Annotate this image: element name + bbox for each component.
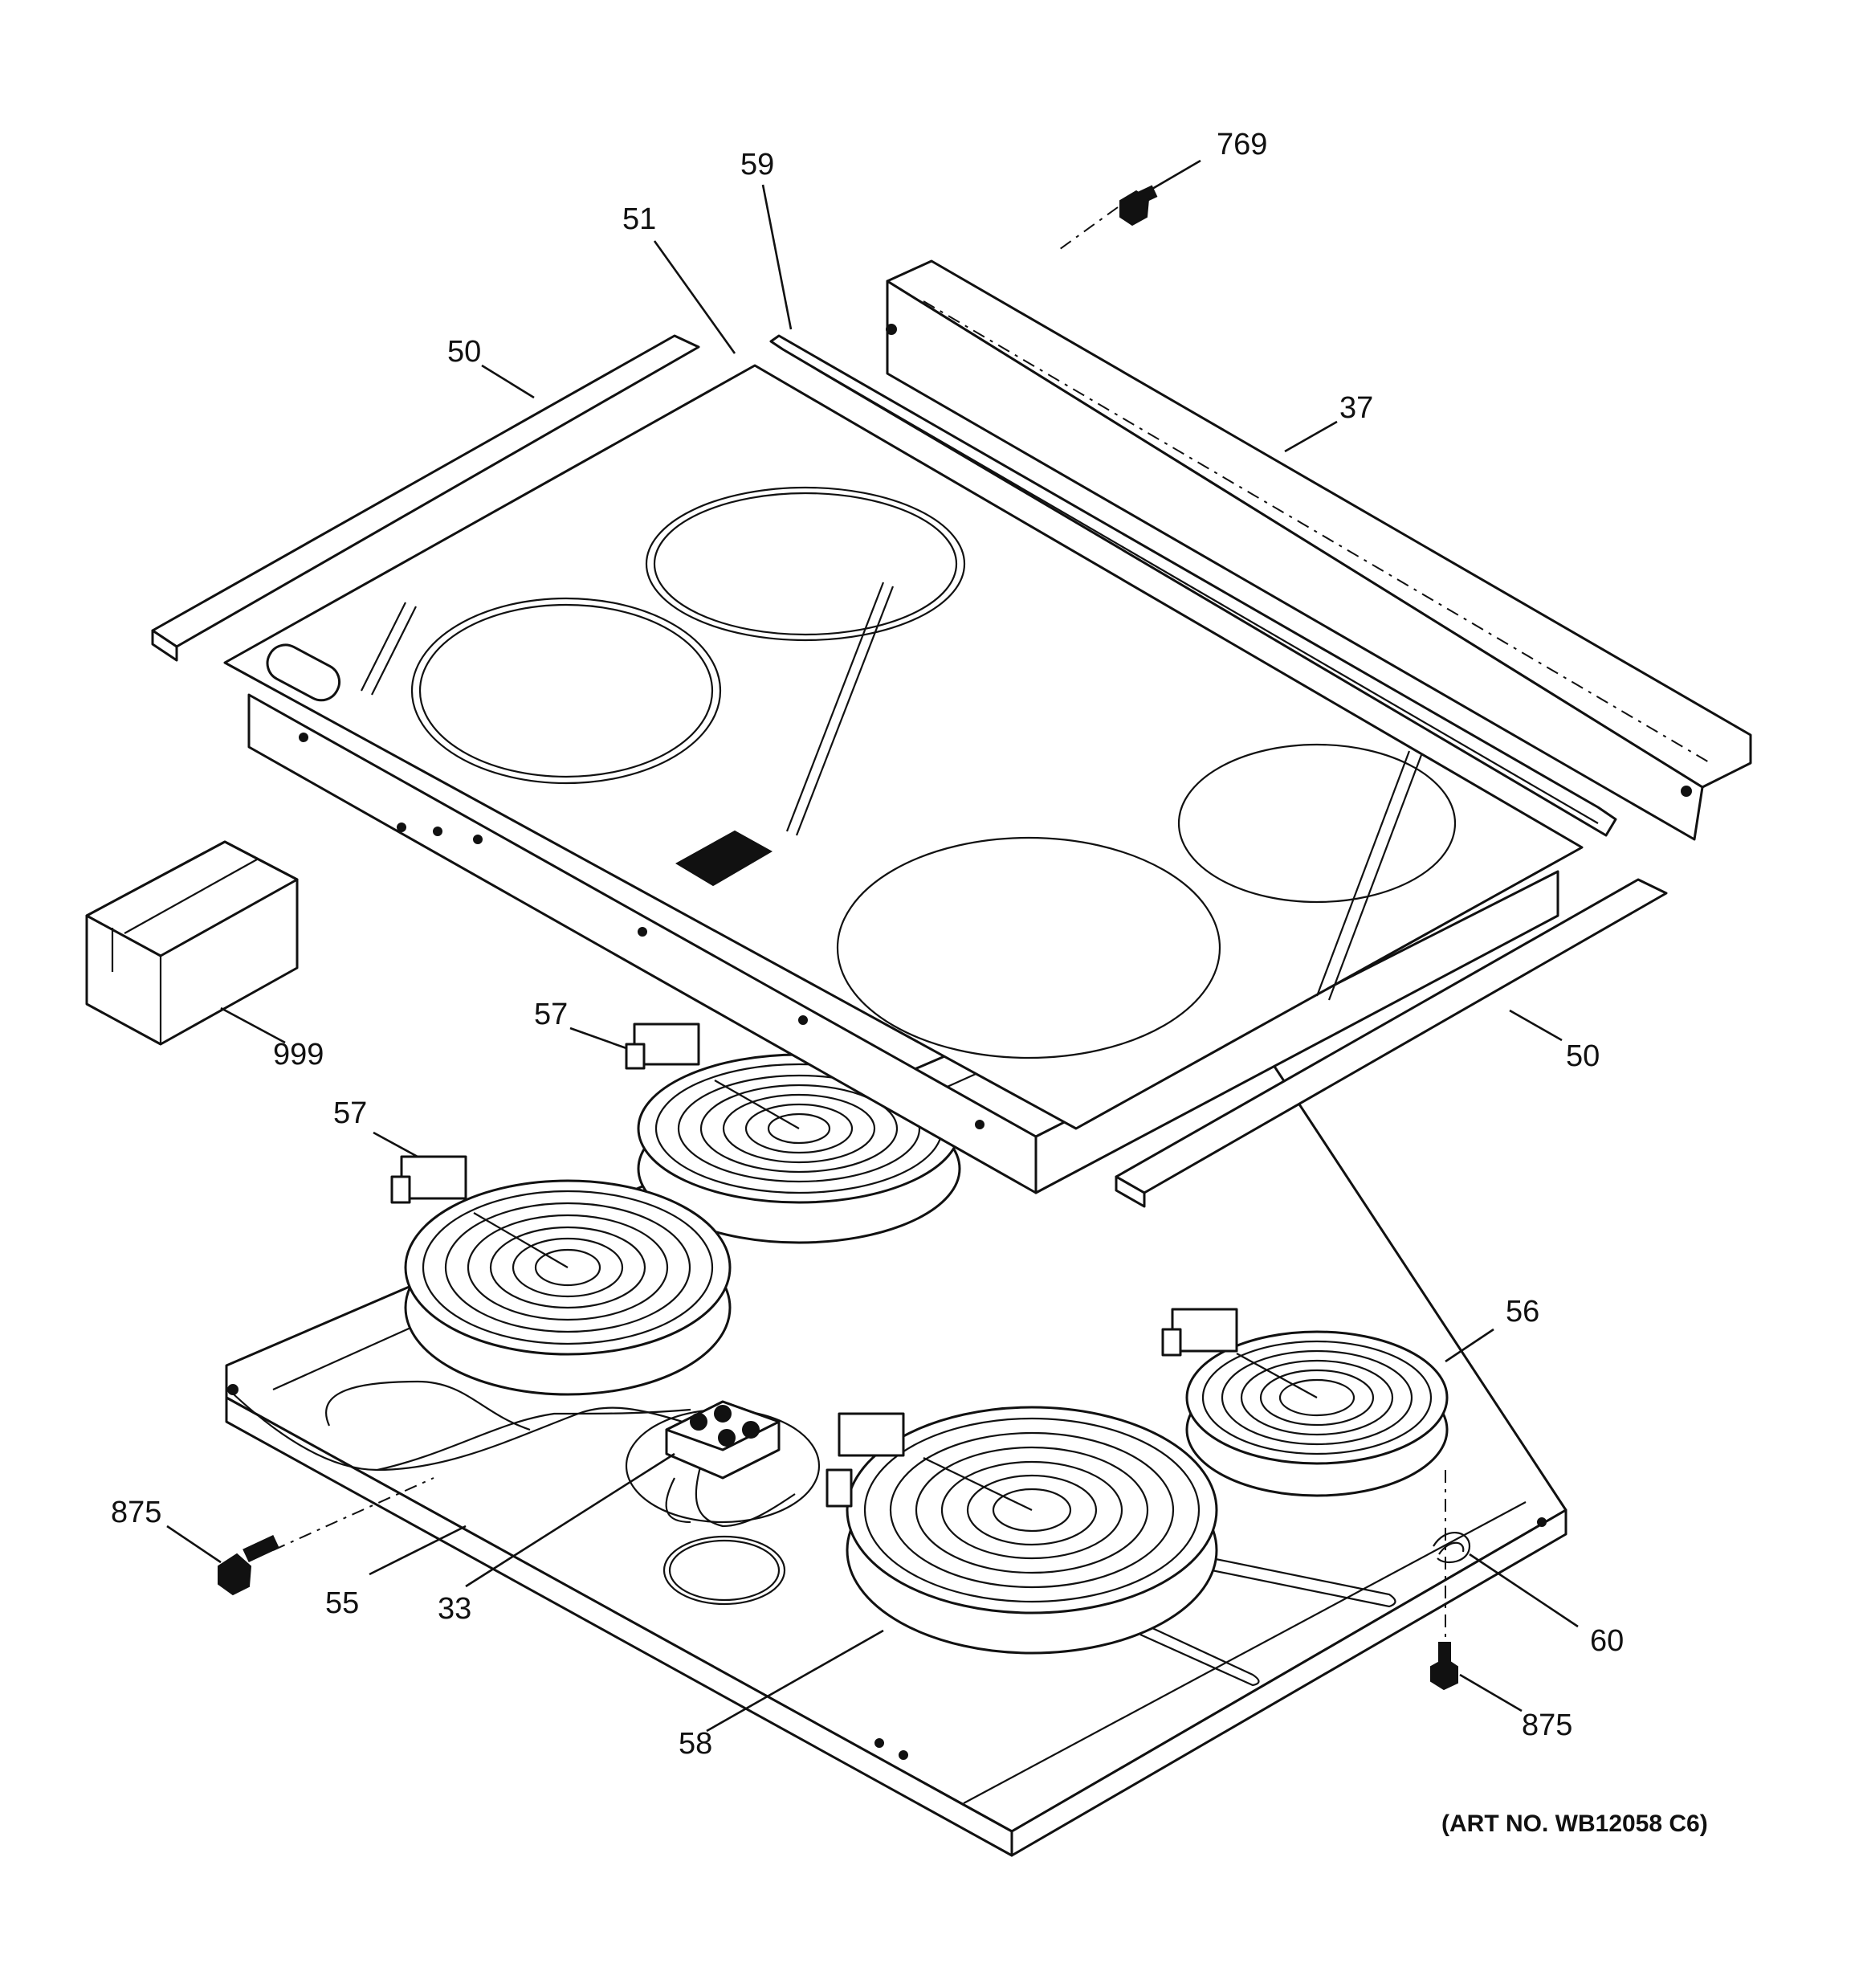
- radiant-element-57-front: [390, 1155, 732, 1396]
- terminal-block: [665, 1400, 781, 1480]
- callout-57-front: 57: [333, 1096, 367, 1130]
- art-number: (ART NO. WB12058 C6): [1441, 1810, 1708, 1837]
- callout-875-right: 875: [1522, 1708, 1572, 1742]
- callout-56: 56: [1506, 1295, 1539, 1329]
- leader-lines: [166, 159, 1579, 1733]
- screw-875-right: [1430, 1642, 1458, 1691]
- alignment-line-769: [1059, 206, 1119, 250]
- side-trim-50-right: [1115, 878, 1668, 1208]
- callout-50-right: 50: [1566, 1039, 1600, 1073]
- rear-trim-59: [769, 334, 1617, 837]
- callout-51: 51: [622, 202, 656, 236]
- wire-harness: [232, 1380, 796, 1528]
- radiant-element-56: [1161, 1308, 1449, 1497]
- clip-60: [1433, 1532, 1471, 1564]
- callout-57-rear: 57: [534, 998, 568, 1031]
- side-trim-50-left: [151, 334, 700, 662]
- callout-999: 999: [273, 1038, 324, 1072]
- callout-33: 33: [438, 1592, 471, 1626]
- shipping-carton: [85, 840, 299, 1046]
- glass-cooktop: [223, 364, 1584, 1194]
- callout-58: 58: [679, 1727, 712, 1761]
- callout-60: 60: [1590, 1624, 1624, 1658]
- rear-bracket-37: [886, 259, 1752, 841]
- callout-875-left: 875: [111, 1496, 161, 1529]
- radiant-element-58: [826, 1406, 1218, 1655]
- screw-875-left: [218, 1534, 279, 1596]
- callout-769: 769: [1217, 128, 1267, 161]
- callout-50-left: 50: [447, 335, 481, 369]
- callout-59: 59: [740, 148, 774, 182]
- burner-box-pan: [225, 946, 1567, 1857]
- callout-55: 55: [325, 1586, 359, 1620]
- alignment-line-875-left: [272, 1477, 434, 1551]
- callout-37: 37: [1339, 391, 1373, 425]
- screw-769: [1119, 185, 1158, 227]
